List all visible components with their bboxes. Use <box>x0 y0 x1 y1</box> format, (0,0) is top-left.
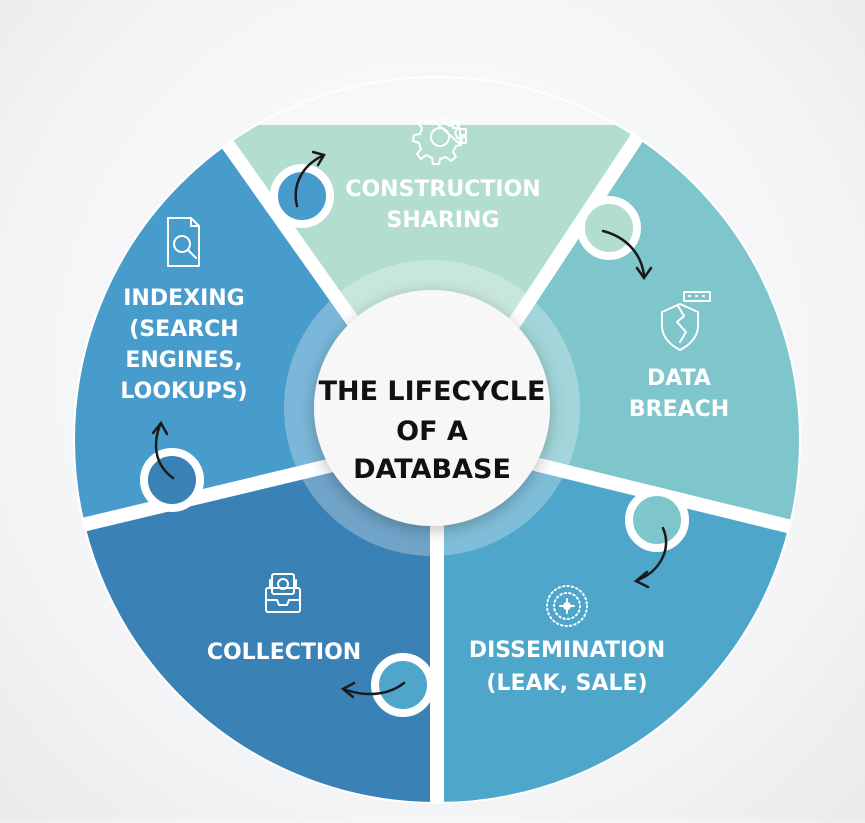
shield-hack-icon <box>661 291 711 351</box>
label-data-breach-line-1: DATA <box>647 366 711 391</box>
arrow-breach-to-dissemination <box>633 526 668 589</box>
arrow-collection-to-indexing <box>151 420 175 480</box>
segment-labels: CONSTRUCTION SHARING DATA BREACH DISSEMI… <box>120 177 729 696</box>
network-dots-icon <box>546 585 588 627</box>
label-indexing-line-3: ENGINES, <box>125 348 242 373</box>
outer-ring <box>73 76 801 804</box>
center-circle <box>314 290 550 526</box>
center-title-line-1: THE LIFECYCLE <box>319 376 546 407</box>
label-construction-line-2: SHARING <box>387 208 500 233</box>
arrow-construction-to-breach <box>601 229 653 281</box>
label-indexing-line-2: (SEARCH <box>129 317 238 342</box>
label-collection-line-1: COLLECTION <box>207 640 361 665</box>
puzzle-knob <box>577 196 641 260</box>
arrow-indexing-to-construction <box>294 150 326 208</box>
gear-cubes-icon <box>412 116 467 165</box>
label-indexing-line-4: LOOKUPS) <box>120 379 247 404</box>
puzzle-knob <box>140 448 204 512</box>
label-dissemination-line-2: (LEAK, SALE) <box>486 671 647 696</box>
label-indexing-line-1: INDEXING <box>123 286 245 311</box>
label-construction-line-1: CONSTRUCTION <box>345 177 540 202</box>
cycle-arrows <box>151 150 668 699</box>
document-search-icon <box>167 217 200 267</box>
puzzle-knob <box>270 164 334 228</box>
label-dissemination-line-1: DISSEMINATION <box>469 638 665 663</box>
archive-box-icon <box>265 573 301 613</box>
puzzle-knobs <box>140 164 689 717</box>
arrow-dissemination-to-collection <box>340 681 406 699</box>
center-title-line-3: DATABASE <box>353 454 511 485</box>
center-title-line-2: OF A <box>396 416 468 447</box>
center-title: THE LIFECYCLE OF A DATABASE <box>319 376 546 485</box>
puzzle-knob <box>625 488 689 552</box>
segment-icons <box>167 116 711 627</box>
label-data-breach-line-2: BREACH <box>629 397 729 422</box>
